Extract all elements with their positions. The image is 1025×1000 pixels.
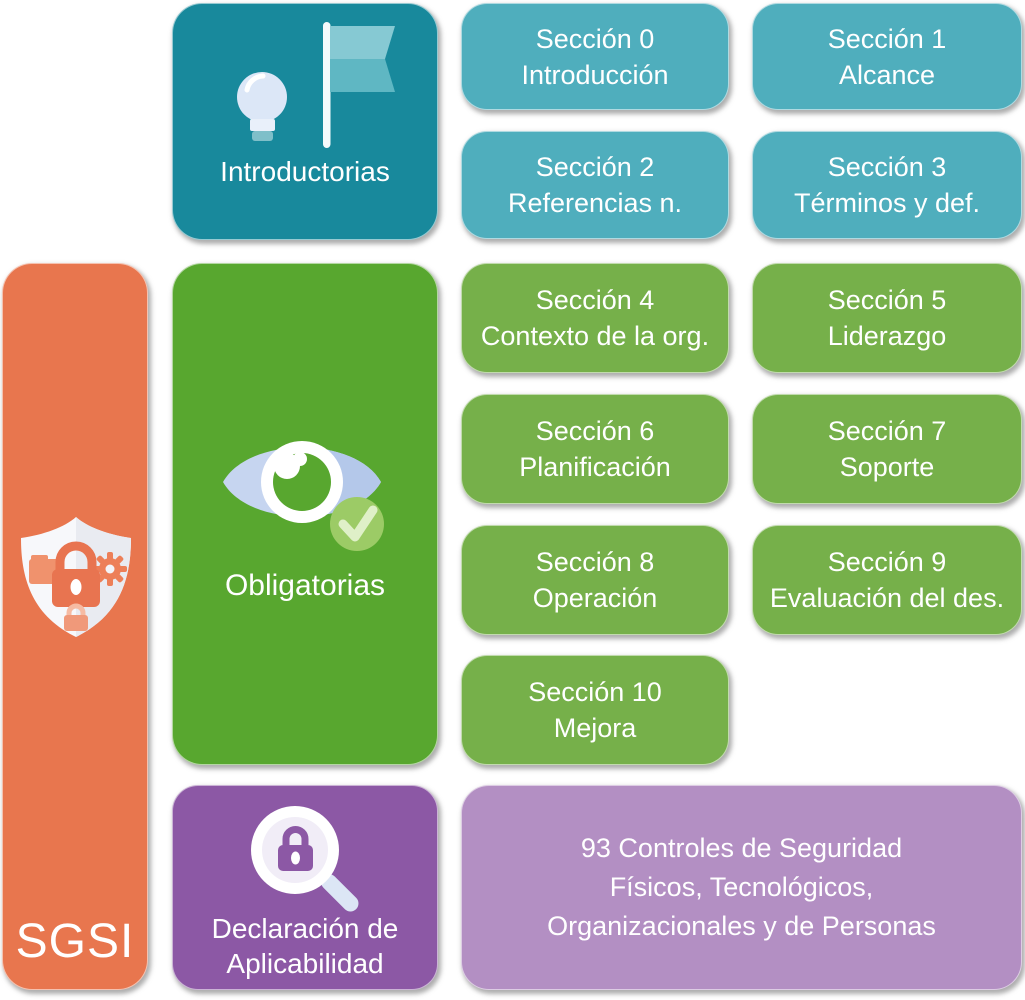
section-box-3: Sección 3 Términos y def. xyxy=(752,131,1022,239)
controls-box: 93 Controles de Seguridad Físicos, Tecno… xyxy=(461,785,1022,990)
section-box-6: Sección 6 Planificación xyxy=(461,394,729,504)
section-9-line1: Sección 9 xyxy=(827,547,947,577)
section-2-line1: Sección 2 xyxy=(535,152,655,182)
section-box-10: Sección 10 Mejora xyxy=(461,655,729,765)
section-1-line2: Alcance xyxy=(838,59,936,90)
section-10-line1: Sección 10 xyxy=(528,677,662,707)
group-declaracion-label-line2: Aplicabilidad xyxy=(226,948,384,979)
section-box-8: Sección 8 Operación xyxy=(461,525,729,635)
check-badge-icon xyxy=(330,497,384,551)
section-3-line2: Términos y def. xyxy=(793,188,981,218)
section-1-line1: Sección 1 xyxy=(827,23,947,54)
eye-check-icon xyxy=(223,441,384,551)
magnifier-lock-icon xyxy=(251,806,359,912)
section-box-7: Sección 7 Soporte xyxy=(752,394,1022,504)
section-7-line2: Soporte xyxy=(839,452,935,482)
padlock-icon xyxy=(52,541,100,607)
sgsi-bar: SGSI xyxy=(2,263,148,990)
section-box-9: Sección 9 Evaluación del des. xyxy=(752,525,1022,635)
section-10-line2: Mejora xyxy=(553,713,637,743)
sgsi-title: SGSI xyxy=(15,915,135,968)
section-box-2: Sección 2 Referencias n. xyxy=(461,131,729,239)
section-8-line2: Operación xyxy=(532,583,658,613)
group-introductorias: Introductorias xyxy=(172,3,438,240)
small-lock-icon xyxy=(64,603,88,631)
section-box-0: Sección 0 Introducción xyxy=(461,3,729,110)
section-2-line2: Referencias n. xyxy=(507,188,683,218)
group-obligatorias-label: Obligatorias xyxy=(224,569,386,602)
lock-icon xyxy=(278,826,313,871)
section-box-1: Sección 1 Alcance xyxy=(752,3,1022,110)
flag-icon xyxy=(323,22,395,148)
flag-lightbulb-icon xyxy=(237,22,395,148)
lightbulb-icon xyxy=(237,72,287,141)
section-5-line1: Sección 5 xyxy=(827,285,947,315)
group-obligatorias: Obligatorias xyxy=(172,263,438,765)
group-declaracion-label: Declaración de Aplicabilidad xyxy=(173,911,437,981)
section-6-line1: Sección 6 xyxy=(535,416,655,446)
section-box-5: Sección 5 Liderazgo xyxy=(752,263,1022,373)
section-8-line1: Sección 8 xyxy=(535,547,655,577)
controls-line3: Organizacionales y de Personas xyxy=(547,911,936,941)
section-5-line2: Liderazgo xyxy=(827,321,947,351)
section-7-line1: Sección 7 xyxy=(827,416,947,446)
shield-lock-icon xyxy=(21,517,131,637)
group-declaracion-label-line1: Declaración de xyxy=(211,913,399,944)
section-6-line2: Planificación xyxy=(519,452,671,482)
group-declaracion: Declaración de Aplicabilidad xyxy=(172,785,438,990)
group-introductorias-label: Introductorias xyxy=(220,156,390,187)
section-4-line1: Sección 4 xyxy=(535,285,655,315)
controls-line2: Físicos, Tecnológicos, xyxy=(609,872,874,902)
section-box-4: Sección 4 Contexto de la org. xyxy=(461,263,729,373)
section-4-line2: Contexto de la org. xyxy=(480,321,710,351)
magnifier-handle xyxy=(321,874,359,912)
section-9-line2: Evaluación del des. xyxy=(769,583,1005,613)
section-0-line1: Sección 0 xyxy=(535,23,655,54)
controls-line1: 93 Controles de Seguridad xyxy=(580,833,903,863)
section-3-line1: Sección 3 xyxy=(827,152,947,182)
section-0-line2: Introducción xyxy=(521,59,669,90)
